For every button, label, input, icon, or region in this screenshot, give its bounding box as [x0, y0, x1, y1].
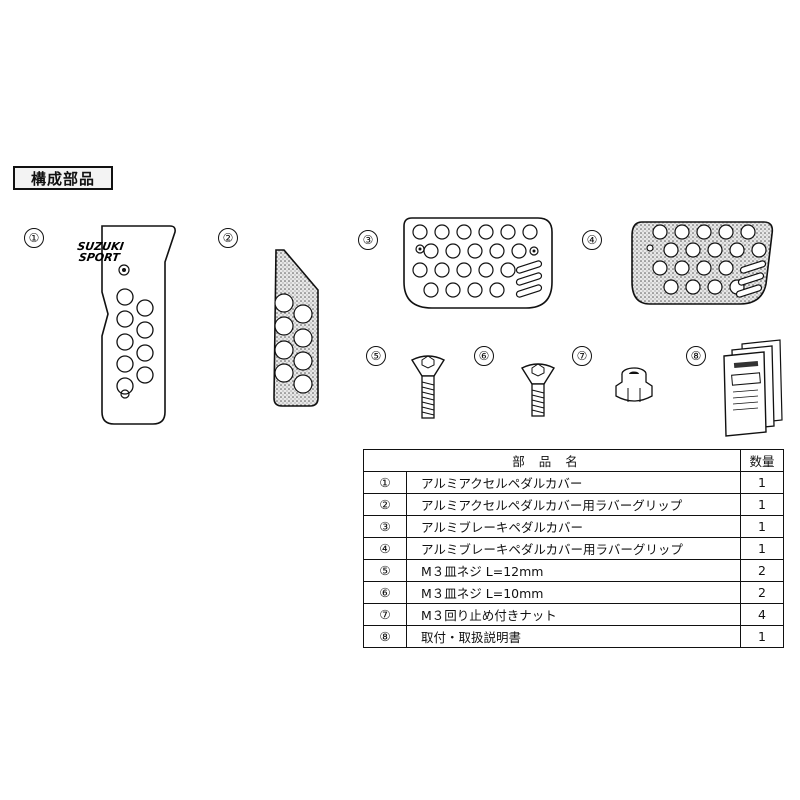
svg-text:SUZUKI: SUZUKI: [76, 240, 124, 253]
row-number: ⑧: [363, 625, 407, 648]
header-quantity: 数量: [740, 449, 784, 472]
accelerator-pedal-cover: SUZUKI SPORT: [76, 225, 176, 425]
row-quantity: 1: [740, 625, 784, 648]
row-quantity: 1: [740, 471, 784, 494]
header-part-name: 部品名: [363, 449, 741, 472]
row-part-name: アルミアクセルペダルカバー: [406, 471, 741, 494]
callout-8: ⑧: [686, 346, 706, 366]
row-number: ④: [363, 537, 407, 560]
table-row: ③ アルミブレーキペダルカバー 1: [363, 515, 784, 538]
table-row: ① アルミアクセルペダルカバー 1: [363, 471, 784, 494]
row-part-name: アルミアクセルペダルカバー用ラバーグリップ: [406, 493, 741, 516]
callout-5: ⑤: [366, 346, 386, 366]
callout-3: ③: [358, 230, 378, 250]
callout-4: ④: [582, 230, 602, 250]
row-quantity: 2: [740, 581, 784, 604]
row-part-name: M３皿ネジ L=12mm: [406, 559, 741, 582]
svg-text:SPORT: SPORT: [78, 251, 122, 264]
row-part-name: M３回り止め付きナット: [406, 603, 741, 626]
brand-logo: SUZUKI SPORT: [76, 240, 124, 264]
lock-nut: [615, 367, 653, 402]
table-header-row: 部品名 数量: [363, 449, 784, 472]
row-quantity: 4: [740, 603, 784, 626]
row-number: ⑦: [363, 603, 407, 626]
row-part-name: 取付・取扱説明書: [406, 625, 741, 648]
table-row: ⑤ M３皿ネジ L=12mm 2: [363, 559, 784, 582]
row-number: ⑤: [363, 559, 407, 582]
accelerator-rubber-grip: [273, 249, 319, 407]
row-quantity: 1: [740, 537, 784, 560]
callout-6: ⑥: [474, 346, 494, 366]
table-row: ⑧ 取付・取扱説明書 1: [363, 625, 784, 648]
table-row: ⑥ M３皿ネジ L=10mm 2: [363, 581, 784, 604]
row-quantity: 1: [740, 493, 784, 516]
row-quantity: 1: [740, 515, 784, 538]
table-row: ④ アルミブレーキペダルカバー用ラバーグリップ 1: [363, 537, 784, 560]
screw-10mm: [520, 363, 556, 417]
table-row: ⑦ M３回り止め付きナット 4: [363, 603, 784, 626]
screw-12mm: [410, 355, 446, 419]
row-quantity: 2: [740, 559, 784, 582]
row-number: ⑥: [363, 581, 407, 604]
parts-table: 部品名 数量 ① アルミアクセルペダルカバー 1 ② アルミアクセルペダルカバー…: [363, 449, 784, 648]
table-row: ② アルミアクセルペダルカバー用ラバーグリップ 1: [363, 493, 784, 516]
instruction-manual: [723, 339, 783, 437]
callout-1: ①: [24, 228, 44, 248]
row-part-name: アルミブレーキペダルカバー: [406, 515, 741, 538]
row-part-name: アルミブレーキペダルカバー用ラバーグリップ: [406, 537, 741, 560]
callout-7: ⑦: [572, 346, 592, 366]
row-number: ①: [363, 471, 407, 494]
callout-2: ②: [218, 228, 238, 248]
brake-pedal-cover: [403, 217, 553, 309]
section-title: 構成部品: [13, 166, 113, 190]
brake-rubber-grip: [631, 221, 774, 305]
row-part-name: M３皿ネジ L=10mm: [406, 581, 741, 604]
row-number: ②: [363, 493, 407, 516]
row-number: ③: [363, 515, 407, 538]
